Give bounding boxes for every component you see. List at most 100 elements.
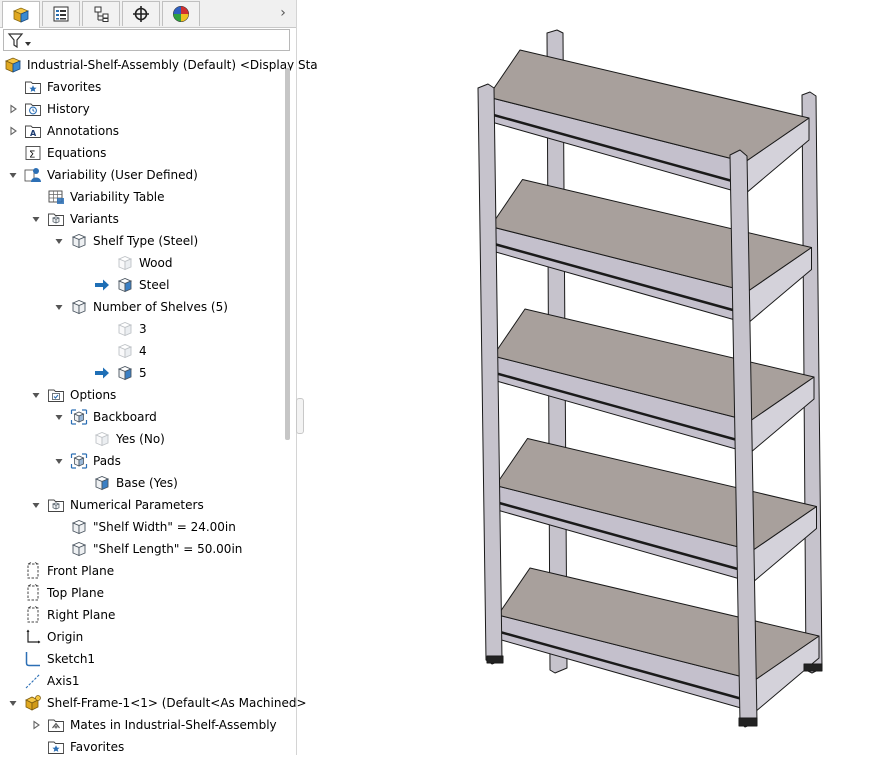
tree-item[interactable]: Wood [0,252,284,274]
scrollbar-thumb[interactable] [285,68,290,440]
tree-item[interactable]: Front Plane [0,560,284,582]
graphics-viewport[interactable] [300,0,879,755]
feature-tree: Industrial-Shelf-Assembly (Default) <Dis… [0,54,318,758]
property-manager-icon [53,6,69,22]
parameter-group-icon [70,298,88,316]
tab-configuration-manager[interactable] [82,1,120,26]
shelf-assembly-model [477,29,823,728]
tree-item[interactable]: Variability Table [0,186,284,208]
tree-expander-expanded-icon[interactable] [54,456,64,466]
tree-item[interactable]: Axis1 [0,670,284,692]
tree-expander-collapsed-icon[interactable] [8,104,18,114]
tree-filter-bar[interactable] [3,29,290,51]
tree-item[interactable]: Variants [0,208,284,230]
tree-item[interactable]: Σ Equations [0,142,284,164]
history-icon [24,100,42,118]
tab-display-manager[interactable] [162,1,200,26]
tree-item-label: "Shelf Length" = 50.00in [93,542,243,556]
tree-item[interactable]: Shelf Type (Steel) [0,230,284,252]
tree-item[interactable]: Favorites [0,76,284,98]
tree-item-label: Right Plane [47,608,116,622]
tree-item[interactable]: Origin [0,626,284,648]
tree-item[interactable]: Favorites [0,736,284,758]
tree-expander-expanded-icon[interactable] [31,500,41,510]
tree-item-label: "Shelf Width" = 24.00in [93,520,236,534]
tab-scroll-right-button[interactable]: › [280,5,286,21]
tree-item-label: Number of Shelves (5) [93,300,228,314]
tree-scrollbar[interactable] [284,54,292,755]
config-option-dim-icon [116,254,134,272]
variants-folder-icon [47,210,65,228]
tree-expander-expanded-icon[interactable] [31,214,41,224]
numerical-folder-icon [47,496,65,514]
tree-expander-expanded-icon[interactable] [54,412,64,422]
tree-expander-collapsed-icon[interactable] [8,126,18,136]
frame-foot [486,655,504,664]
tree-item[interactable]: 4 [0,340,284,362]
manager-tab-bar: › [0,0,296,28]
tree-expander-expanded-icon[interactable] [8,698,18,708]
feature-manager-icon [12,7,30,23]
tree-item[interactable]: Right Plane [0,604,284,626]
tree-item-label: Equations [47,146,107,160]
tab-dimxpert-manager[interactable] [122,1,160,26]
tab-property-manager[interactable] [42,1,80,26]
tree-root-assembly[interactable]: Industrial-Shelf-Assembly (Default) <Dis… [0,54,318,76]
tree-item[interactable]: 5 [0,362,284,384]
plane-icon [24,584,42,602]
tree-item-label: Base (Yes) [116,476,178,490]
frame-post-front-left [477,83,503,665]
tree-expander-expanded-icon[interactable] [54,302,64,312]
tree-item[interactable]: History [0,98,284,120]
panel-splitter-handle[interactable] [296,398,304,434]
tree-item[interactable]: Shelf-Frame-1<1> (Default<As Machined> [0,692,307,714]
tree-item[interactable]: Backboard [0,406,284,428]
tree-item[interactable]: Sketch1 [0,648,284,670]
tree-expander-expanded-icon[interactable] [54,236,64,246]
favorites-icon [47,738,65,756]
tree-item[interactable]: Number of Shelves (5) [0,296,284,318]
config-option-icon [116,364,134,382]
tree-item[interactable]: Base (Yes) [0,472,284,494]
tree-item-label: Shelf Type (Steel) [93,234,199,248]
appearance-icon [173,6,189,22]
tree-expander-expanded-icon[interactable] [31,390,41,400]
parameter-group-icon [70,540,88,558]
filter-icon[interactable] [7,32,31,50]
tab-feature-manager[interactable] [2,1,40,28]
tree-item-label: Mates in Industrial-Shelf-Assembly [70,718,277,732]
tree-root-label: Industrial-Shelf-Assembly (Default) <Dis… [27,58,318,72]
config-option-dim-icon [116,342,134,360]
tree-item-label: History [47,102,90,116]
feature-manager-panel: › Industrial-Shelf-Assembly (Default) <D… [0,0,318,758]
config-option-dim-icon [93,430,111,448]
tree-item-label: Yes (No) [116,432,165,446]
chevron-down-icon [25,42,31,46]
tree-item[interactable]: Top Plane [0,582,284,604]
tree-item-label: Variability Table [70,190,165,204]
config-option-dim-icon [116,320,134,338]
option-group-icon [70,452,88,470]
tree-item[interactable]: Options [0,384,284,406]
tree-expander-expanded-icon[interactable] [8,170,18,180]
svg-text:Σ: Σ [29,150,35,161]
sketch-icon [24,650,42,668]
axis-icon [24,672,42,690]
tree-item-label: 4 [139,344,147,358]
tree-item[interactable]: Mates in Industrial-Shelf-Assembly [0,714,284,736]
tree-item[interactable]: Steel [0,274,284,296]
tree-expander-collapsed-icon[interactable] [31,720,41,730]
tree-item[interactable]: Yes (No) [0,428,284,450]
tree-item[interactable]: "Shelf Length" = 50.00in [0,538,284,560]
shelf-shadow-line [499,630,754,704]
tree-item[interactable]: Variability (User Defined) [0,164,284,186]
tree-item-label: Pads [93,454,121,468]
tree-item[interactable]: Pads [0,450,284,472]
frame-foot [803,663,823,672]
tree-item[interactable]: Numerical Parameters [0,494,284,516]
crosshair-icon [133,6,149,22]
tree-item[interactable]: 3 [0,318,284,340]
tree-item[interactable]: "Shelf Width" = 24.00in [0,516,284,538]
variability-icon [24,166,42,184]
